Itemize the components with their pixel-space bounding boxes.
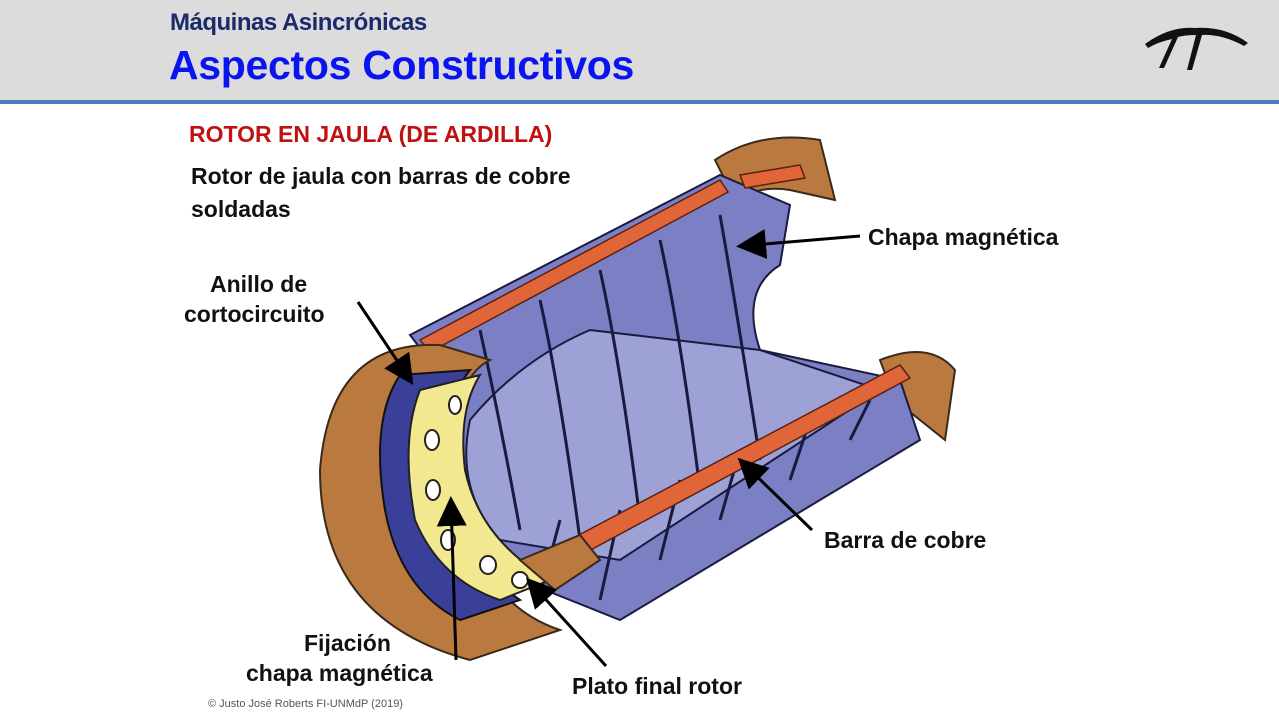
label-anillo-line-2: cortocircuito xyxy=(184,301,325,327)
label-plato-final: Plato final rotor xyxy=(572,673,742,699)
slide-header: Máquinas Asincrónicas Aspectos Construct… xyxy=(0,0,1279,104)
description-line-2: soldadas xyxy=(191,196,291,222)
copper-bars xyxy=(418,164,912,561)
arrow-barra xyxy=(737,457,814,532)
label-anillo-line-1: Anillo de xyxy=(210,271,308,297)
callout-arrows xyxy=(356,229,861,668)
arrow-plato xyxy=(525,577,608,668)
label-fijacion-line-2: chapa magnética xyxy=(246,660,433,686)
label-fijacion-line-1: Fijación xyxy=(304,630,391,656)
label-chapa-magnetica: Chapa magnética xyxy=(868,224,1059,250)
slide-title: Aspectos Constructivos xyxy=(169,42,635,88)
label-barra-cobre: Barra de cobre xyxy=(824,527,987,553)
plate-holes xyxy=(424,395,529,589)
description-line-1: Rotor de jaula con barras de cobre xyxy=(191,163,571,189)
copyright-footer: © Justo José Roberts FI-UNMdP (2019) xyxy=(208,698,403,710)
slide-subtitle: Máquinas Asincrónicas xyxy=(170,9,427,36)
section-title: ROTOR EN JAULA (DE ARDILLA) xyxy=(189,121,553,147)
arrow-anillo xyxy=(356,301,414,385)
faculty-logo-icon xyxy=(1145,27,1248,70)
arrow-fijacion xyxy=(436,496,467,661)
arrow-chapa xyxy=(736,229,861,259)
